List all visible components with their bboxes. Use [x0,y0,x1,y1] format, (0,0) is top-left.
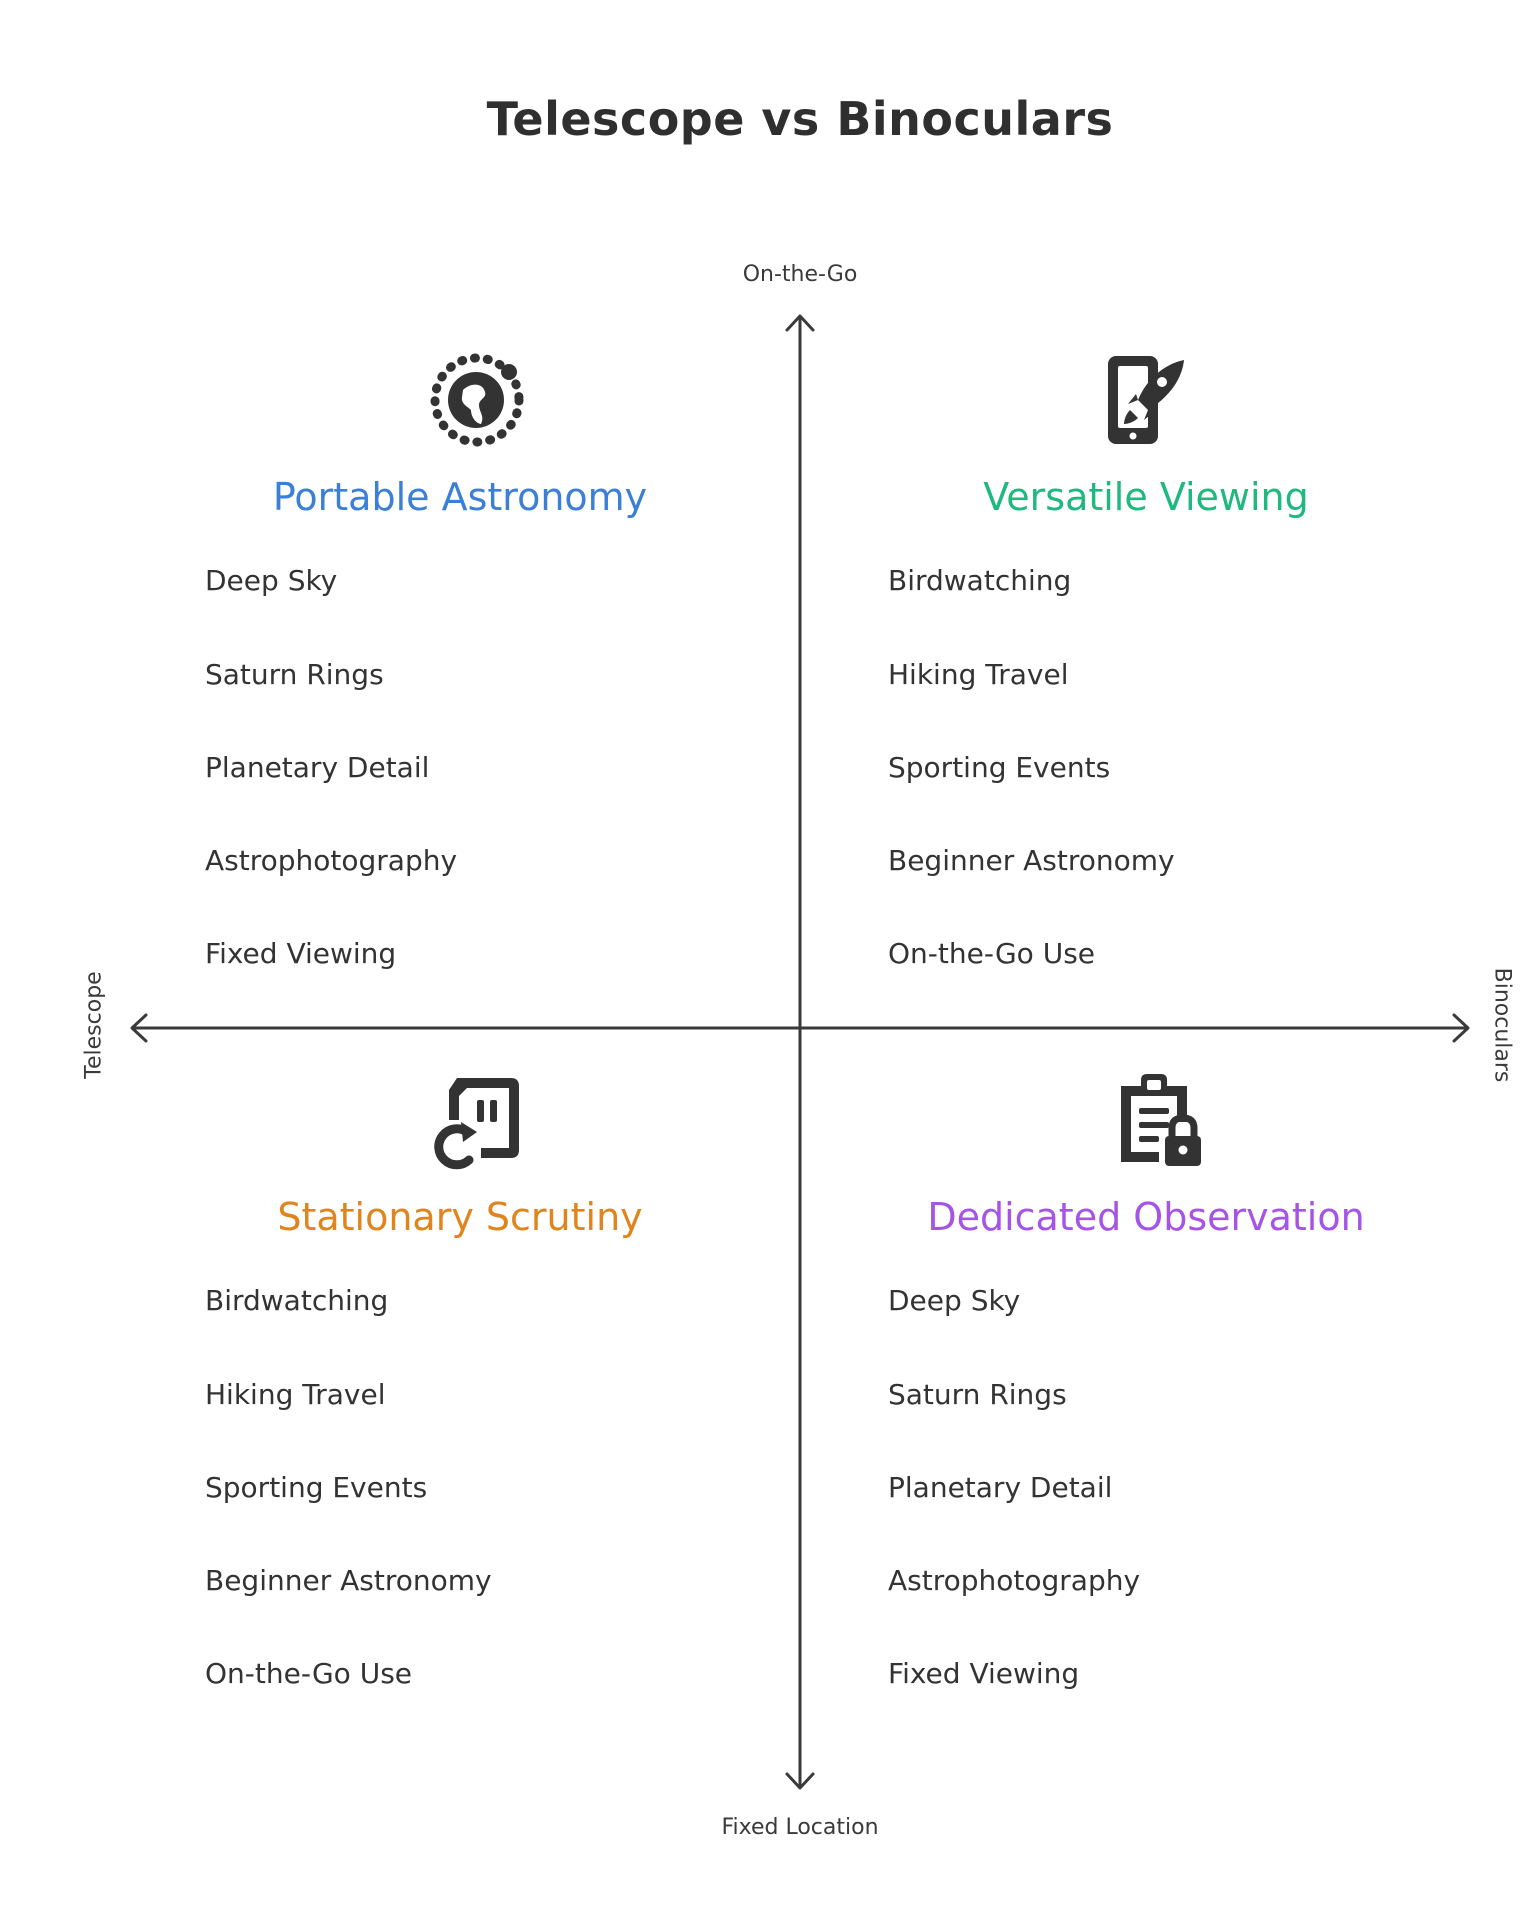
list-item: On-the-Go Use [205,1657,413,1690]
axis-label-top: On-the-Go [742,262,858,287]
quadrant-portable-astronomy: Portable Astronomy Deep Sky Saturn Rings… [140,350,780,990]
list-item: Saturn Rings [205,658,384,691]
list-item: Astrophotography [888,1564,1141,1597]
list-item: Sporting Events [205,1471,428,1504]
list-item: Planetary Detail [205,751,430,784]
quadrant-stationary-scrutiny: Stationary Scrutiny Birdwatching Hiking … [140,1070,780,1710]
list-item: Saturn Rings [888,1378,1067,1411]
list-item: On-the-Go Use [888,937,1096,970]
list-item: Sporting Events [888,751,1111,784]
axis-label-bottom: Fixed Location [721,1815,879,1840]
quadrant-versatile-viewing: Versatile Viewing Birdwatching Hiking Tr… [826,350,1466,990]
left-arrowhead [130,1013,148,1043]
bottom-arrowhead [785,1772,815,1790]
quadrant-dedicated-observation: Dedicated Observation Deep Sky Saturn Ri… [826,1070,1466,1710]
list-item: Deep Sky [888,1284,1021,1317]
right-arrowhead [1452,1013,1470,1043]
quadrant-title: Stationary Scrutiny [277,1195,643,1239]
list-item: Birdwatching [888,564,1072,597]
axis-label-left-text: Telescope [81,971,107,1079]
quadrant-title: Versatile Viewing [983,475,1309,519]
list-item: Astrophotography [205,844,458,877]
top-arrowhead [785,314,815,332]
list-item: Fixed Viewing [205,937,397,970]
list-item: Hiking Travel [205,1378,386,1411]
sd-card-refresh-icon [434,1078,519,1170]
mobile-rocket-icon [1108,356,1184,444]
list-item: Hiking Travel [888,658,1069,691]
list-item: Birdwatching [205,1284,389,1317]
list-item: Beginner Astronomy [888,844,1175,877]
list-item: Beginner Astronomy [205,1564,492,1597]
list-item: Deep Sky [205,564,338,597]
quadrant-title: Dedicated Observation [927,1195,1365,1239]
globe-icon [430,353,524,447]
diagram-title: Telescope vs Binoculars [486,92,1114,146]
list-item: Fixed Viewing [888,1657,1080,1690]
axis-label-right-text: Binoculars [1489,967,1515,1083]
quadrant-title: Portable Astronomy [272,475,648,519]
clipboard-lock-icon [1121,1074,1201,1166]
list-item: Planetary Detail [888,1471,1113,1504]
